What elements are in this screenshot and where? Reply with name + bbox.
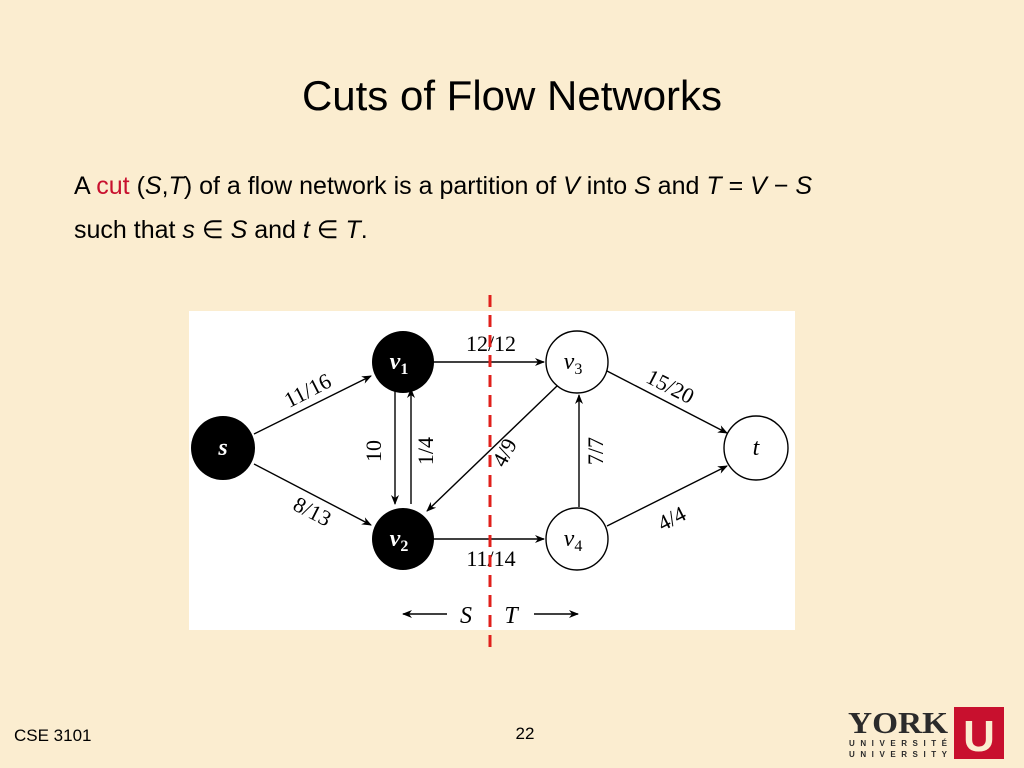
symbol-S: S [634,172,651,200]
symbol-V: V [563,172,580,200]
logo-u-mark: U [963,712,995,761]
flow-network-diagram: s v1 v2 v3 v4 t 11/16 [191,330,789,629]
node-label: v [390,349,401,375]
text-and: and [650,172,707,200]
course-code: CSE 3101 [14,726,92,745]
node-subscript: 4 [574,538,582,555]
node-label: v [564,526,575,552]
comma: , [161,172,169,200]
node-subscript: 2 [400,538,408,555]
svg-text:v2: v2 [390,526,409,555]
edge-label-s-v2: 8/13 [289,491,335,531]
text-and: and [247,216,303,244]
node-v3: v3 [545,330,609,394]
symbol-T: T [345,216,361,244]
side-label-T: T [504,603,519,629]
paren-close: ) [183,172,193,200]
symbol-V: V [750,172,767,200]
symbol-T: T [706,172,722,200]
logo-red-block [954,707,1004,759]
node-label: v [390,526,401,552]
edge-v3-v2 [426,385,558,512]
symbol-S: S [230,216,248,244]
equals-sign: = [721,172,751,200]
text-such-that: such that [74,216,183,244]
node-v2: v2 [372,508,434,570]
symbol-s: s [182,216,195,244]
edge-label-v2-v1: 1/4 [413,437,438,465]
text-a: A [74,172,90,200]
node-label: v [564,349,575,375]
edge-v4-t [606,465,728,527]
page-number: 22 [515,724,535,743]
logo-universite-text: UNIVERSITÉ [849,739,948,748]
side-label-S: S [460,603,472,629]
node-label: s [217,435,227,461]
edge-label-v3-v2: 4/9 [487,434,522,471]
element-of-sign: ∈ [194,216,231,244]
node-subscript: 1 [400,361,408,378]
symbol-T: T [168,172,184,200]
node-v1: v1 [372,331,434,393]
paren-open: ( [136,172,145,200]
edge-label-v1-v2: 10 [361,440,386,462]
edge-label-v3-t: 15/20 [642,364,698,409]
cut-line [488,295,492,647]
text-into: into [579,172,635,200]
cut-term: cut [96,172,130,200]
symbol-S: S [795,172,812,200]
node-v4: v4 [545,507,609,571]
edge-v3-t [606,370,728,434]
definition-text: A cut (S,T) of a flow network is a parti… [74,164,974,252]
node-subscript: 3 [574,361,582,378]
text-partition: of a flow network is a partition of [192,172,564,200]
logo-university-text: UNIVERSITY [849,750,948,759]
edge-label-v4-t: 4/4 [653,501,689,536]
minus-sign: − [766,172,796,200]
definition-line-1: A cut (S,T) of a flow network is a parti… [74,164,974,208]
nodes: s v1 v2 v3 v4 t [191,330,789,571]
node-t: t [723,415,789,481]
flow-network-panel: s v1 v2 v3 v4 t 11/16 [189,311,795,630]
element-of-sign: ∈ [309,216,346,244]
logo-york-text: YORK [848,705,948,740]
node-label: t [753,435,761,461]
period: . [360,216,368,244]
definition-line-2: such that s ∈ S and t ∈ T. [74,208,974,252]
edge-s-v2 [253,463,372,526]
edge-label-s-v1: 11/16 [280,368,335,413]
edge-label-v4-v3: 7/7 [583,437,608,465]
edge-s-v1 [253,375,372,435]
svg-text:v3: v3 [564,349,583,378]
node-s: s [191,416,255,480]
svg-text:v4: v4 [564,526,583,555]
slide-title: Cuts of Flow Networks [301,72,723,119]
york-university-logo: YORK UNIVERSITÉ UNIVERSITY U [848,705,1004,761]
symbol-t: t [302,216,310,244]
symbol-S: S [144,172,162,200]
svg-text:v1: v1 [390,349,409,378]
